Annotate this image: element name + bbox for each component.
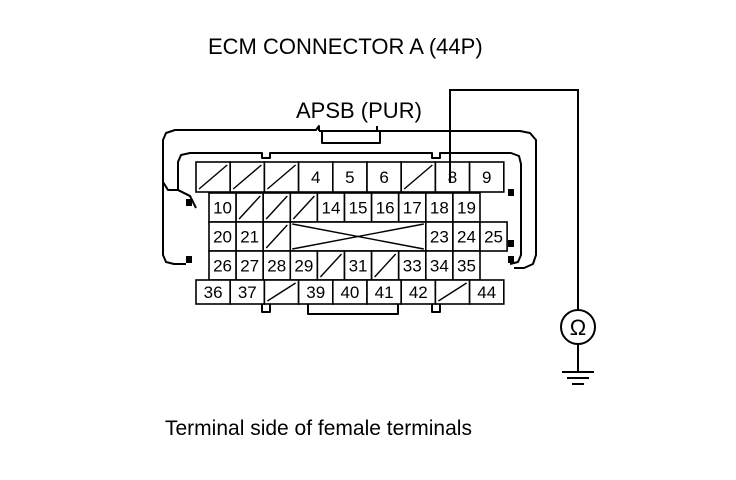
wire-label: APSB (PUR) bbox=[296, 98, 422, 123]
terminal-cell bbox=[397, 250, 427, 281]
terminal-number: 26 bbox=[213, 257, 232, 276]
terminal-slash bbox=[267, 282, 296, 302]
terminal-cell bbox=[195, 279, 232, 305]
terminal-number: 6 bbox=[379, 168, 388, 187]
terminal-number: 5 bbox=[345, 168, 354, 187]
terminal-slash bbox=[319, 253, 343, 278]
probe-wire bbox=[449, 89, 579, 310]
terminal-slash bbox=[238, 195, 261, 220]
terminal-number: 25 bbox=[484, 228, 503, 247]
connector-latch-tab bbox=[321, 131, 381, 144]
terminal-number: 17 bbox=[403, 199, 422, 218]
terminal-number: 34 bbox=[430, 257, 449, 276]
terminal-grid: 4 5 6 8 9 10 14 15 16 17 18 19 20 21 23 24 25 26 27 28 29 31 3… bbox=[195, 161, 508, 305]
terminal-number: 8 bbox=[448, 168, 457, 187]
terminal-number: 42 bbox=[409, 283, 428, 302]
connector-key-left bbox=[261, 304, 441, 313]
terminal-number: 28 bbox=[267, 257, 286, 276]
terminal-number: 41 bbox=[375, 283, 394, 302]
terminal-number: 19 bbox=[457, 199, 476, 218]
terminal-slash bbox=[374, 253, 397, 278]
terminal-number: 10 bbox=[213, 199, 232, 218]
terminal-number: 14 bbox=[321, 199, 340, 218]
terminal-number: 35 bbox=[457, 257, 476, 276]
terminal-cell bbox=[331, 279, 368, 305]
terminal-number: 16 bbox=[376, 199, 395, 218]
terminal-slash bbox=[403, 164, 433, 190]
terminal-number: 20 bbox=[213, 228, 232, 247]
terminal-cell bbox=[316, 192, 346, 223]
connector-side-markers bbox=[186, 189, 514, 263]
terminal-slash bbox=[232, 164, 262, 190]
terminal-cell bbox=[468, 279, 505, 305]
terminal-number: 29 bbox=[294, 257, 313, 276]
terminal-number: 36 bbox=[204, 283, 223, 302]
connector-housing-outer bbox=[162, 125, 537, 269]
terminal-number: 18 bbox=[430, 199, 449, 218]
terminal-cell bbox=[262, 250, 292, 281]
terminal-cell bbox=[289, 250, 319, 281]
terminal-number: 33 bbox=[403, 257, 422, 276]
connector-bottom-tab bbox=[307, 304, 399, 315]
terminal-cell bbox=[479, 221, 508, 252]
terminal-cell bbox=[229, 279, 266, 305]
terminal-number: 40 bbox=[340, 283, 359, 302]
terminal-cell bbox=[366, 161, 403, 193]
diagram-caption: Terminal side of female terminals bbox=[165, 417, 472, 440]
terminal-number: 44 bbox=[477, 283, 496, 302]
terminal-number: 21 bbox=[240, 228, 259, 247]
terminal-number: 39 bbox=[306, 283, 325, 302]
terminal-cell bbox=[468, 161, 505, 193]
terminal-number: 37 bbox=[238, 283, 257, 302]
connector-title: ECM CONNECTOR A (44P) bbox=[208, 34, 483, 59]
connector-housing-inner bbox=[177, 152, 522, 265]
terminal-number: 23 bbox=[430, 228, 449, 247]
terminal-cell bbox=[400, 279, 437, 305]
terminal-number: 4 bbox=[311, 168, 320, 187]
terminal-number: 9 bbox=[482, 168, 491, 187]
terminal-cell bbox=[235, 221, 265, 252]
terminal-cell bbox=[452, 192, 481, 223]
terminal-slash bbox=[292, 195, 315, 220]
terminal-cell bbox=[208, 250, 237, 281]
terminal-slash bbox=[265, 195, 288, 220]
terminal-number: 15 bbox=[349, 199, 368, 218]
terminal-cell bbox=[208, 221, 237, 252]
terminal-slash bbox=[438, 282, 467, 302]
terminal-number: 31 bbox=[349, 257, 368, 276]
terminal-cell bbox=[297, 161, 334, 193]
terminal-slash bbox=[266, 164, 297, 190]
terminal-cross-line bbox=[292, 223, 424, 250]
terminal-number: 27 bbox=[240, 257, 259, 276]
terminal-slash bbox=[198, 164, 228, 190]
ground-icon bbox=[562, 344, 594, 385]
terminal-number: 24 bbox=[457, 228, 476, 247]
terminal-slash bbox=[265, 224, 288, 249]
ohm-symbol: Ω bbox=[570, 315, 586, 340]
